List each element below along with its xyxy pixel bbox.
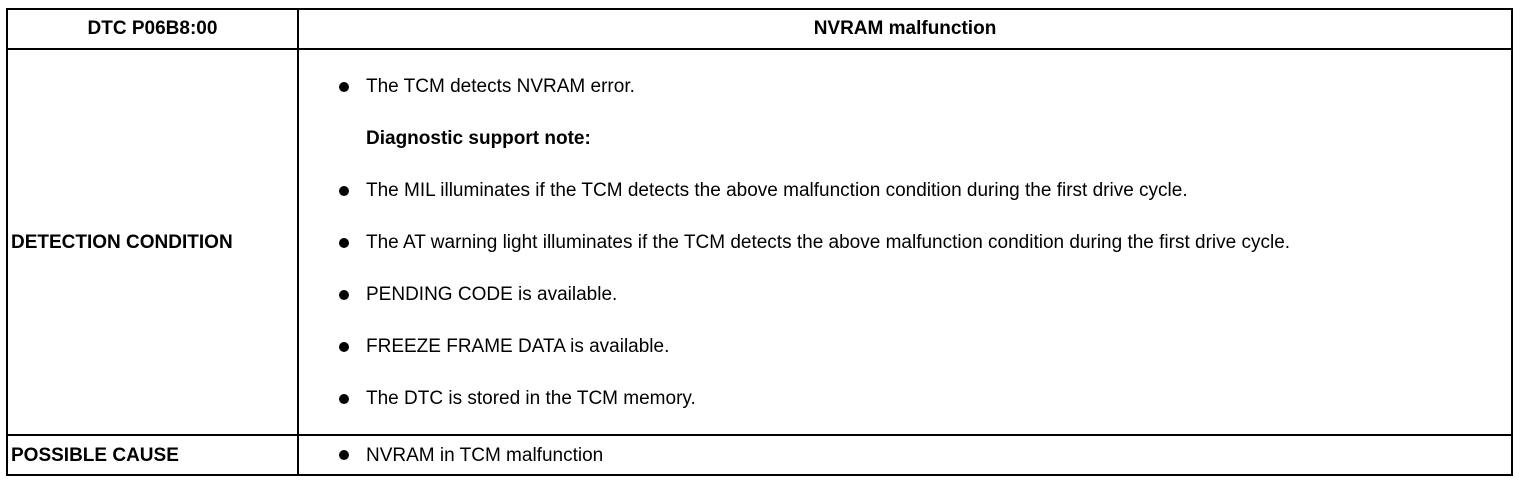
bullet-dot-icon: [339, 185, 349, 196]
list-item: The AT warning light illuminates if the …: [299, 229, 1511, 256]
diagnostic-support-note-heading: Diagnostic support note:: [299, 125, 1511, 152]
possible-cause-list: NVRAM in TCM malfunction: [299, 441, 1511, 469]
list-item-text: PENDING CODE is available.: [366, 283, 618, 305]
list-item: The MIL illuminates if the TCM detects t…: [299, 177, 1511, 204]
list-item-text: The AT warning light illuminates if the …: [366, 231, 1291, 253]
detection-condition-label-cell: DETECTION CONDITION: [6, 48, 299, 436]
detection-condition-label: DETECTION CONDITION: [11, 231, 233, 253]
bullet-dot-icon: [339, 393, 349, 404]
possible-cause-content-cell: NVRAM in TCM malfunction: [297, 434, 1513, 476]
note-heading-text: Diagnostic support note:: [366, 127, 591, 149]
bullet-dot-icon: [339, 341, 349, 352]
list-item: The DTC is stored in the TCM memory.: [299, 385, 1511, 412]
list-item-text: NVRAM in TCM malfunction: [366, 445, 604, 466]
detection-condition-row: DETECTION CONDITION The TCM detects NVRA…: [6, 48, 1513, 436]
list-item-text: The MIL illuminates if the TCM detects t…: [366, 179, 1188, 201]
bullet-dot-icon: [339, 450, 349, 460]
possible-cause-row: POSSIBLE CAUSE NVRAM in TCM malfunction: [6, 434, 1513, 476]
list-item-text: The TCM detects NVRAM error.: [366, 75, 635, 97]
header-row: DTC P06B8:00 NVRAM malfunction: [6, 8, 1513, 50]
bullet-dot-icon: [339, 81, 349, 92]
detection-condition-content-cell: The TCM detects NVRAM error. Diagnostic …: [297, 48, 1513, 436]
list-item-text: The DTC is stored in the TCM memory.: [366, 387, 696, 409]
list-item: NVRAM in TCM malfunction: [299, 441, 1511, 469]
bullet-dot-icon: [339, 237, 349, 248]
bullet-dot-icon: [339, 289, 349, 300]
dtc-code-cell: DTC P06B8:00: [6, 8, 299, 50]
detection-condition-list: The TCM detects NVRAM error. Diagnostic …: [299, 73, 1511, 412]
possible-cause-label: POSSIBLE CAUSE: [11, 444, 179, 466]
dtc-title-cell: NVRAM malfunction: [297, 8, 1513, 50]
list-item: The TCM detects NVRAM error.: [299, 73, 1511, 100]
list-item-text: FREEZE FRAME DATA is available.: [366, 335, 670, 357]
dtc-table: DTC P06B8:00 NVRAM malfunction DETECTION…: [6, 8, 1513, 476]
list-item: FREEZE FRAME DATA is available.: [299, 333, 1511, 360]
possible-cause-label-cell: POSSIBLE CAUSE: [6, 434, 299, 476]
list-item: PENDING CODE is available.: [299, 281, 1511, 308]
